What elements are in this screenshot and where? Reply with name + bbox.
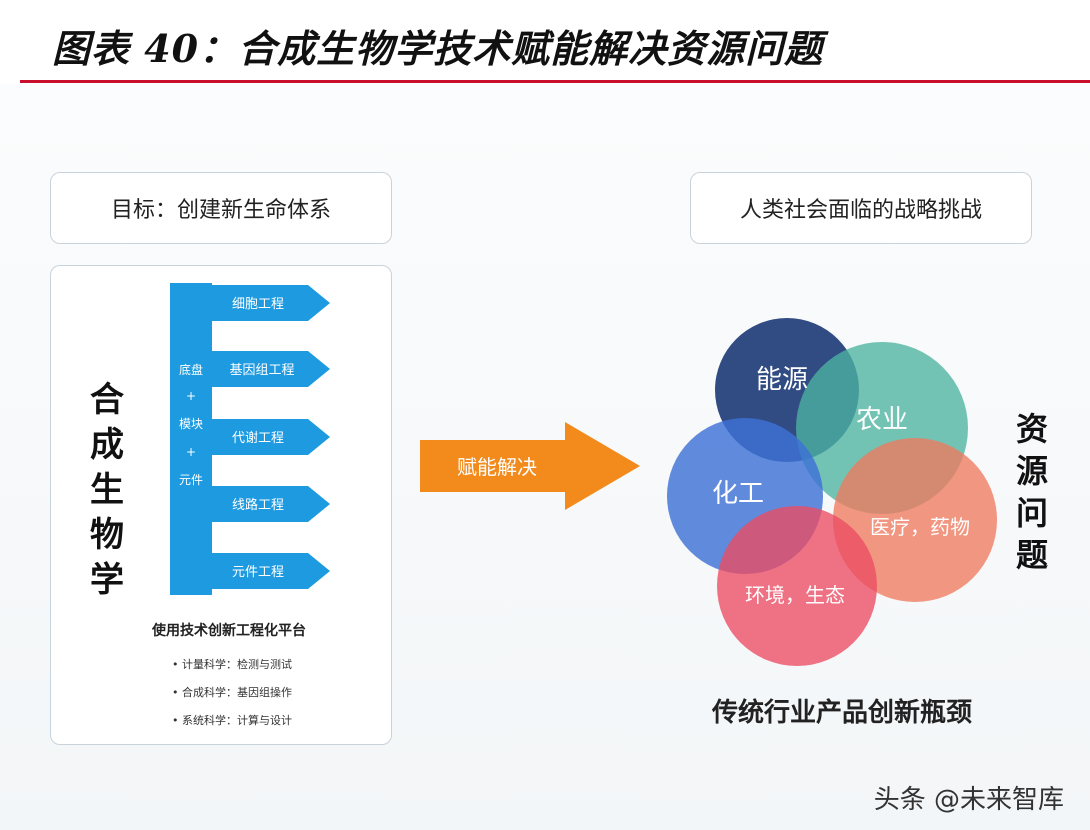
branch-arrow — [212, 285, 330, 321]
synbio-char: 成 — [90, 425, 124, 465]
goal-box: 目标：创建新生命体系 — [50, 172, 392, 244]
trunk-label: 模块 — [179, 417, 203, 431]
resource-footer: 传统行业产品创新瓶颈 — [712, 698, 973, 728]
goal-label: 目标：创建新生命体系 — [110, 198, 331, 223]
circle-label: 能源 — [756, 365, 808, 395]
synbio-char: 学 — [90, 560, 124, 600]
synbio-char: 物 — [90, 515, 124, 555]
branch-arrow — [212, 486, 330, 522]
synbio-char: 生 — [90, 470, 124, 510]
synbio-char: 合 — [90, 380, 124, 420]
branch-arrow — [212, 419, 330, 455]
watermark: 头条 @未来智库 — [873, 785, 1064, 815]
resource-char: 问 — [1016, 494, 1049, 532]
platform-item: • 合成科学：基因组操作 — [172, 686, 292, 699]
resource-char: 资 — [1016, 410, 1049, 448]
branch-label: 细胞工程 — [232, 297, 284, 312]
trunk-label: + — [186, 389, 196, 403]
circle-label: 化工 — [712, 479, 764, 509]
synbio-vertical-label: 合 成 生 物 学 — [90, 378, 124, 603]
branch-label: 基因组工程 — [229, 363, 294, 378]
platform-item: • 计量科学：检测与测试 — [172, 658, 292, 671]
branch-arrow — [212, 553, 330, 589]
resource-char: 题 — [1016, 536, 1049, 574]
platform-item: • 系统科学：计算与设计 — [172, 714, 292, 727]
trunk-bar — [170, 283, 212, 595]
branch-arrow — [212, 351, 330, 387]
title-divider — [20, 80, 1090, 83]
challenge-box: 人类社会面临的战略挑战 — [690, 172, 1032, 244]
resource-char: 源 — [1016, 452, 1049, 490]
trunk-label: 底盘 — [179, 362, 203, 377]
enable-arrow — [420, 422, 640, 510]
platform-title: 使用技术创新工程化平台 — [152, 623, 306, 639]
circle-label: 农业 — [856, 405, 908, 435]
branch-label: 元件工程 — [232, 565, 284, 580]
circle-label: 环境，生态 — [745, 583, 845, 607]
branch-label: 代谢工程 — [232, 430, 284, 446]
resource-vertical-label: 资 源 问 题 — [1016, 408, 1048, 576]
branch-label: 线路工程 — [232, 497, 284, 513]
resource-circles — [667, 318, 997, 666]
circle-medical — [833, 438, 997, 602]
challenge-label: 人类社会面临的战略挑战 — [739, 198, 982, 223]
trunk-label: 元件 — [179, 473, 203, 487]
circle-label: 医疗，药物 — [870, 515, 970, 539]
trunk-label: + — [186, 445, 196, 459]
page-title: 图表 40：合成生物学技术赋能解决资源问题 — [52, 26, 824, 71]
circle-environment — [717, 506, 877, 666]
enable-arrow-label: 赋能解决 — [457, 455, 537, 479]
